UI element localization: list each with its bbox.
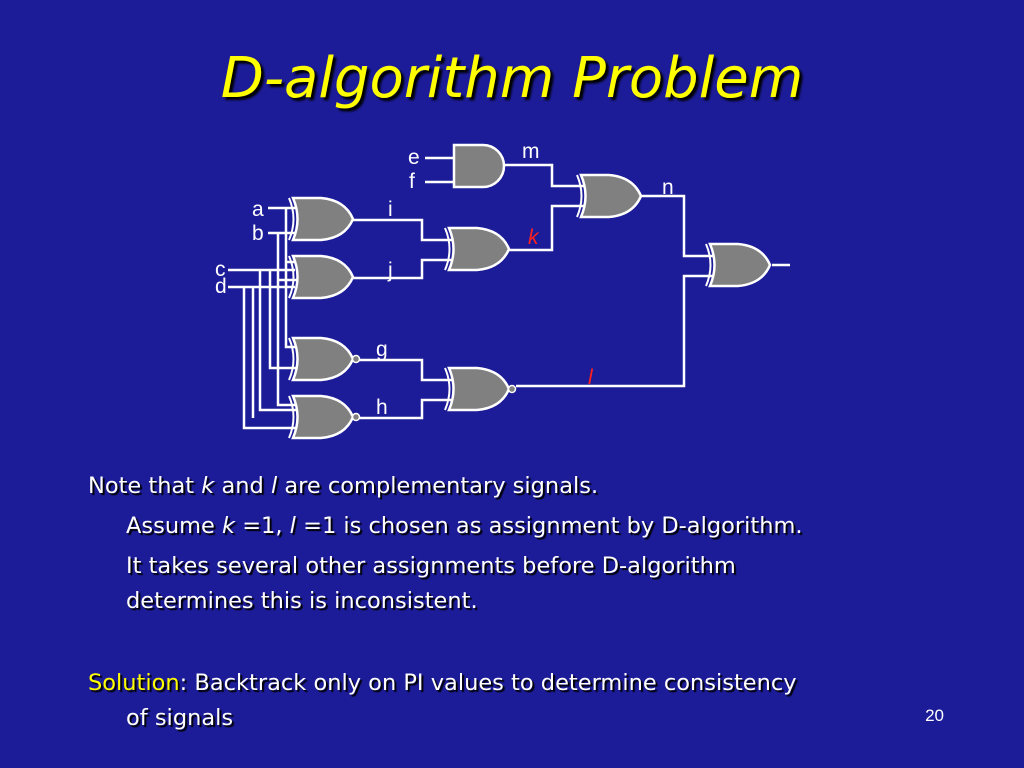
wire-d-bus bbox=[242, 287, 302, 430]
bubble-g bbox=[351, 354, 361, 364]
wire-k bbox=[508, 204, 590, 252]
slide-title: D-algorithm Problem bbox=[220, 46, 804, 111]
label-m: m bbox=[522, 140, 540, 163]
label-d: d bbox=[215, 275, 227, 298]
label-j: j bbox=[387, 259, 393, 282]
wire-c-j bbox=[268, 270, 302, 370]
takes-line: It takes several other assignments befor… bbox=[126, 553, 736, 579]
label-n: n bbox=[662, 176, 674, 199]
label-a: a bbox=[252, 198, 264, 221]
circuit-wires bbox=[228, 156, 790, 430]
solution-line: Solution: Backtrack only on PI values to… bbox=[88, 670, 797, 696]
inversion-bubbles bbox=[351, 354, 517, 422]
solution-label: Solution bbox=[88, 670, 180, 696]
wire-b-bus bbox=[276, 233, 302, 407]
wire-c-bus bbox=[258, 270, 302, 412]
label-b: b bbox=[252, 222, 264, 245]
note-line: Note that k and l are complementary sign… bbox=[88, 473, 599, 499]
circuit-diagram: e f m n a b c d i j k g h l bbox=[215, 140, 790, 440]
determines-line: determines this is inconsistent. bbox=[126, 588, 478, 614]
label-c: c bbox=[215, 258, 226, 281]
label-i: i bbox=[388, 198, 393, 221]
bubble-h bbox=[351, 412, 361, 422]
assume-line: Assume k =1, l =1 is chosen as assignmen… bbox=[126, 513, 803, 539]
wire-l bbox=[516, 274, 718, 388]
wire-g bbox=[358, 358, 456, 382]
label-h: h bbox=[376, 396, 388, 419]
wire-j bbox=[352, 258, 456, 280]
wire-h bbox=[358, 398, 456, 420]
wire-i bbox=[352, 218, 456, 242]
label-e: e bbox=[408, 146, 420, 169]
page-number: 20 bbox=[925, 706, 944, 725]
gate-back-lines bbox=[288, 174, 712, 439]
label-l: l bbox=[588, 366, 594, 389]
label-f: f bbox=[409, 170, 415, 193]
solution-cont-line: of signals bbox=[126, 705, 234, 731]
bubble-l bbox=[507, 384, 517, 394]
label-g: g bbox=[376, 338, 388, 361]
wire-n bbox=[640, 194, 718, 258]
label-k: k bbox=[528, 226, 540, 249]
wire-m bbox=[503, 163, 590, 188]
